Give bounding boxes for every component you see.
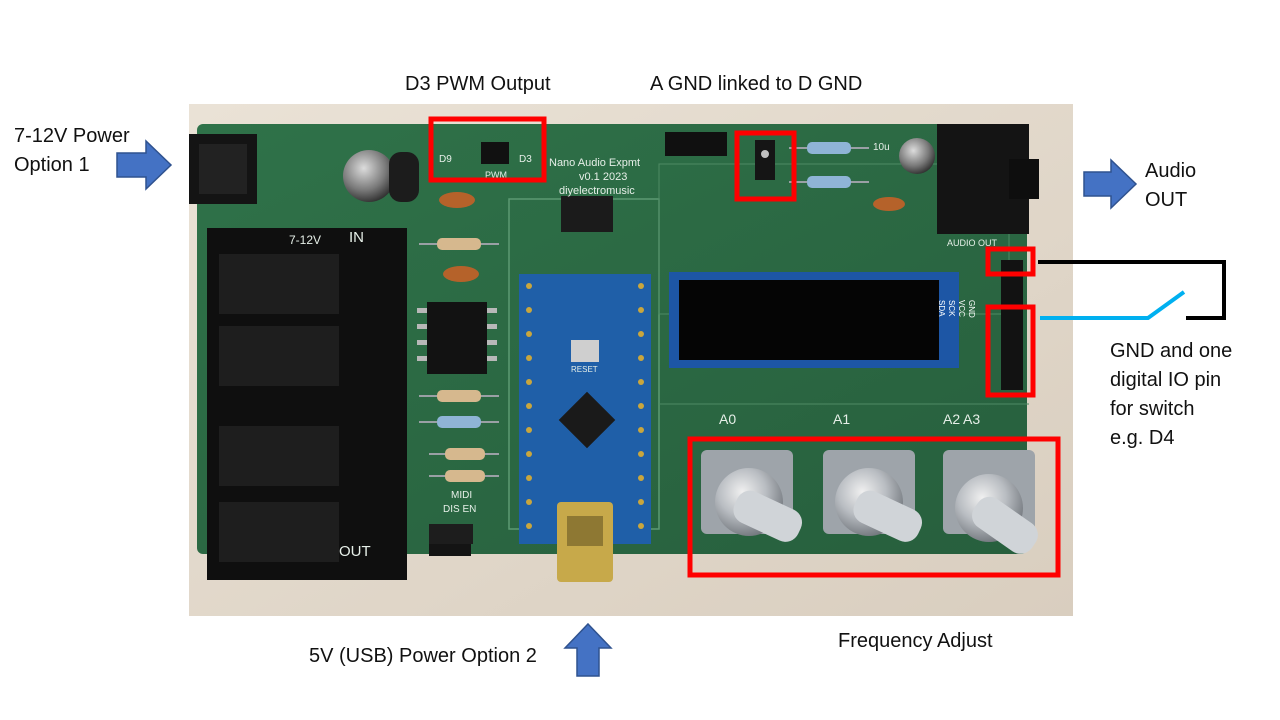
right-arrow-icon (116, 139, 173, 191)
oled-pin-sck: SCK (947, 300, 956, 317)
audio-out-silk: AUDIO OUT (947, 238, 998, 248)
agnd-link-label: A GND linked to D GND (650, 73, 863, 95)
oled-pin-vcc: VCC (957, 300, 966, 317)
gnd-switch-line-1: GND and one (1110, 340, 1233, 362)
jumper-right-label: D3 (519, 154, 532, 165)
gnd-pin-box (985, 246, 1036, 277)
audio-out-label: Audio OUT (1145, 157, 1196, 215)
gnd-switch-label: GND and one digital IO pin for switch e.… (1110, 337, 1232, 453)
power-option-1-line-1: 7-12V Power (14, 125, 130, 147)
in-label: IN (349, 229, 364, 246)
cap-silk: 10u (873, 142, 890, 153)
oled-pin-sda: SDA (937, 300, 946, 317)
oled-pin-gnd: GND (967, 300, 976, 318)
dis-en-label: DIS EN (443, 504, 476, 515)
audio-out-line-2: OUT (1145, 189, 1188, 211)
pcb-title-1: Nano Audio Expmt (549, 157, 640, 169)
pwm-jumper-box (428, 116, 547, 183)
out-label: OUT (339, 543, 371, 560)
pcb-photo: Nano Audio Expmt v0.1 2023 diyelectromus… (189, 104, 1073, 616)
reset-silk: RESET (571, 365, 598, 374)
power-option-1-line-2: Option 1 (14, 154, 90, 176)
right-arrow-icon (1083, 158, 1138, 210)
usb-power-label: 5V (USB) Power Option 2 (309, 645, 537, 667)
pcb-title-3: diyelectromusic (559, 185, 635, 197)
pwm-output-label: D3 PWM Output (405, 73, 551, 95)
power-option-1-label: 7-12V Power Option 1 (14, 122, 130, 180)
agnd-jumper-box (734, 130, 797, 202)
gnd-switch-line-3: for switch (1110, 398, 1195, 420)
pots-box (687, 436, 1061, 578)
audio-out-line-1: Audio (1145, 160, 1197, 182)
pot-a0-silk: A0 (719, 411, 736, 427)
pot-a1-silk: A1 (833, 411, 850, 427)
dc-label: 7-12V (289, 233, 321, 247)
pot-a3-silk: A3 (963, 411, 980, 427)
frequency-adjust-label: Frequency Adjust (838, 630, 993, 652)
gnd-wire (1038, 260, 1226, 320)
pot-a2-silk: A2 (943, 411, 960, 427)
up-arrow-icon (563, 622, 613, 677)
jumper-under-label: PWM (485, 170, 507, 180)
jumper-left-label: D9 (439, 154, 452, 165)
io-pin-box (985, 304, 1036, 398)
midi-label: MIDI (451, 490, 472, 501)
gnd-switch-line-4: e.g. D4 (1110, 427, 1175, 449)
gnd-switch-line-2: digital IO pin (1110, 369, 1222, 391)
pcb-title-2: v0.1 2023 (579, 171, 627, 183)
switch-wire (1040, 290, 1186, 320)
